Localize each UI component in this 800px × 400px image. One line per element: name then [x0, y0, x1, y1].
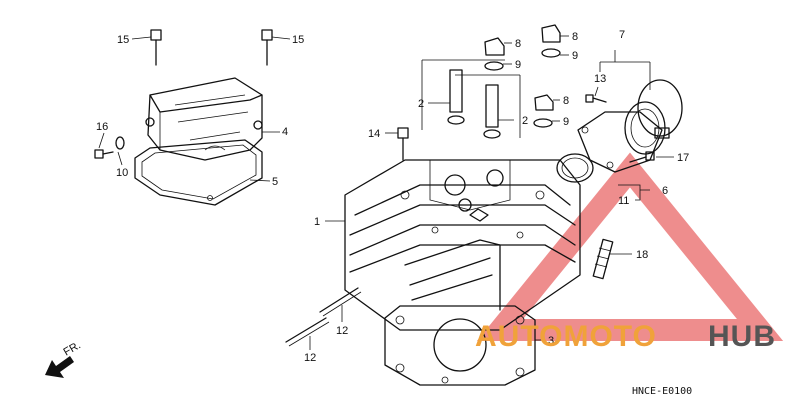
- valve-guide-right: [483, 84, 501, 139]
- leader-lines: [98, 35, 674, 350]
- callout-10: 10: [116, 167, 128, 179]
- callout-labels: 15 15 4 5 16 10 8 8 8 9 9 9 2 2 14 1 3 1…: [96, 29, 689, 364]
- callout-18: 18: [636, 249, 648, 261]
- front-direction-label: FR.: [62, 339, 83, 358]
- callout-15-left: 15: [117, 34, 129, 46]
- cap-nut-2: [541, 24, 561, 58]
- cap-nut-3: [533, 94, 554, 128]
- cylinder-head-cover: [145, 77, 263, 161]
- callout-16: 16: [96, 121, 108, 133]
- cover-bolt-left: [150, 29, 162, 66]
- intake-band-clamp: [637, 79, 683, 139]
- callout-2-right: 2: [522, 115, 528, 127]
- cylinder-head-gasket: [384, 305, 536, 386]
- band-screw-13: [585, 94, 607, 103]
- cover-small-bolt: [94, 149, 114, 159]
- callout-11: 11: [618, 195, 629, 207]
- cylinder-head: [344, 159, 581, 331]
- callout-17: 17: [677, 152, 689, 164]
- callout-1: 1: [314, 216, 320, 228]
- callout-7: 7: [619, 29, 625, 41]
- cap-nut-1: [484, 37, 505, 71]
- callout-9-mid: 9: [563, 116, 569, 128]
- front-direction-arrow: FR.: [45, 339, 83, 378]
- stud-bolt-upper: [319, 287, 362, 317]
- callout-3: 3: [548, 335, 554, 347]
- watermark-brand: AUTOMOTO HUB: [475, 320, 776, 353]
- callout-13: 13: [594, 73, 606, 85]
- callout-8-right: 8: [572, 31, 578, 43]
- intake-o-ring: [556, 153, 594, 183]
- callout-8-mid: 8: [563, 95, 569, 107]
- callout-6: 6: [662, 185, 668, 197]
- valve-guide-left: [447, 69, 465, 125]
- diagram-code: HNCE-E0100: [632, 386, 692, 397]
- spark-plug: [592, 238, 614, 280]
- callout-14: 14: [368, 128, 380, 140]
- callout-12-upper: 12: [336, 325, 348, 337]
- watermark-triangle-logo: [476, 152, 784, 341]
- cover-washer: [115, 136, 125, 150]
- cover-gasket: [134, 139, 263, 206]
- callout-9-right: 9: [572, 50, 578, 62]
- watermark-brand-hub: HUB: [708, 320, 776, 353]
- callout-5: 5: [272, 176, 278, 188]
- callout-8-top: 8: [515, 38, 521, 50]
- callout-4: 4: [282, 126, 288, 138]
- callout-9-top: 9: [515, 59, 521, 71]
- watermark-brand-automoto: AUTOMOTO: [475, 320, 657, 353]
- insulator-bolt-17: [629, 151, 655, 163]
- callout-15-right: 15: [292, 34, 304, 46]
- callout-12-lower: 12: [304, 352, 316, 364]
- head-bolt-14: [397, 127, 409, 161]
- cover-bolt-right: [261, 29, 273, 66]
- callout-2-left: 2: [418, 98, 424, 110]
- stud-bolt-lower: [285, 317, 330, 347]
